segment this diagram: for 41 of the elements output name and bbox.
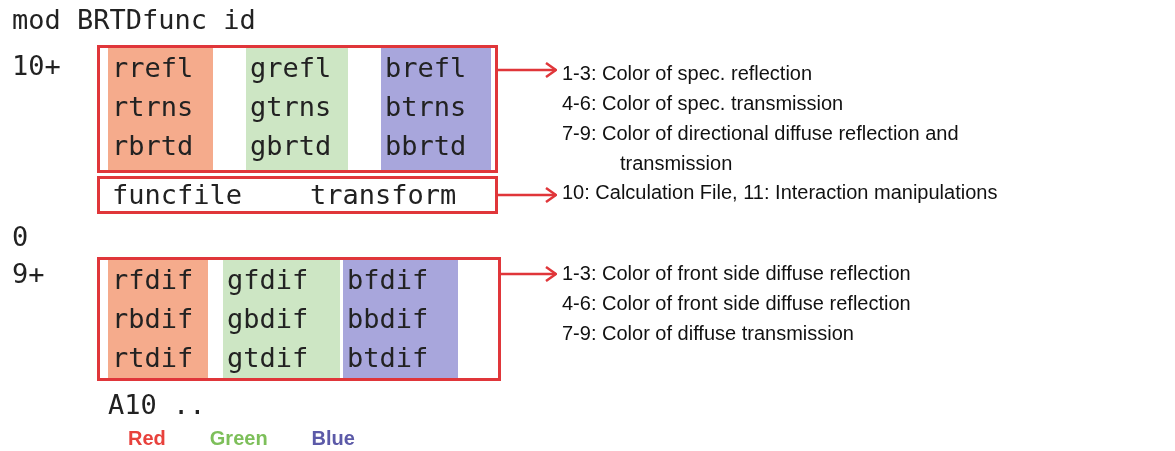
code-field-name: rtrns bbox=[111, 90, 195, 124]
code-text: mod BRTDfunc id bbox=[12, 3, 256, 37]
code-field-name: gbdif bbox=[226, 302, 310, 336]
code-field-name: bbdif bbox=[346, 302, 430, 336]
description-text: 7-9: Color of directional diffuse reflection and transmission bbox=[562, 121, 960, 176]
code-field-name: rbrtd bbox=[111, 129, 195, 163]
arrow bbox=[501, 265, 558, 283]
code-field-name: bbrtd bbox=[384, 129, 468, 163]
legend-text: Red bbox=[128, 426, 166, 451]
code-text: 10+ bbox=[12, 49, 61, 83]
code-field-name: bfdif bbox=[346, 263, 430, 297]
code-field-name: brefl bbox=[384, 51, 468, 85]
code-field-name: rbdif bbox=[111, 302, 195, 336]
arrow bbox=[498, 61, 558, 79]
code-field-name: gbrtd bbox=[249, 129, 333, 163]
description-text: 1-3: Color of front side diffuse reflection bbox=[562, 261, 912, 286]
code-field-name: gtrns bbox=[249, 90, 333, 124]
description-text: 7-9: Color of diffuse transmission bbox=[562, 321, 855, 346]
legend-text: Green bbox=[209, 426, 268, 451]
code-field-name: btrns bbox=[384, 90, 468, 124]
code-field-name: gtdif bbox=[226, 341, 310, 375]
description-text: 4-6: Color of spec. transmission bbox=[562, 91, 845, 116]
code-field-name: transform bbox=[310, 179, 457, 211]
code-text: A10 .. bbox=[108, 388, 206, 422]
code-box bbox=[97, 176, 498, 214]
code-text: 9+ bbox=[12, 257, 45, 291]
description-text: 10: Calculation File, 11: Interaction manipulations bbox=[562, 180, 999, 205]
code-box bbox=[97, 45, 498, 173]
code-field-name: gfdif bbox=[226, 263, 310, 297]
code-field-name: rrefl bbox=[111, 51, 195, 85]
arrow bbox=[498, 186, 558, 204]
code-field-name: funcfile bbox=[112, 179, 243, 211]
description-text: 4-6: Color of front side diffuse reflection bbox=[562, 291, 912, 316]
code-box bbox=[97, 257, 501, 381]
code-field-name: rfdif bbox=[111, 263, 195, 297]
legend-text: Blue bbox=[311, 426, 355, 451]
description-text: 1-3: Color of spec. reflection bbox=[562, 61, 814, 86]
code-field-name: btdif bbox=[346, 341, 430, 375]
code-text: 0 bbox=[12, 220, 29, 254]
code-field-name: rtdif bbox=[111, 341, 195, 375]
code-field-name: grefl bbox=[249, 51, 333, 85]
